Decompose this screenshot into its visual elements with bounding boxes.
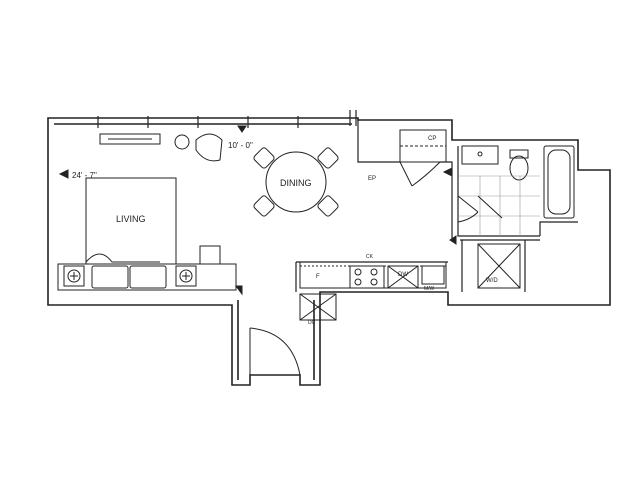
- side-tables: [63, 245, 221, 287]
- label-dishwasher: DW: [398, 272, 408, 278]
- label-cooktop: CK: [366, 254, 374, 260]
- dining-table: [253, 147, 339, 217]
- label-lower-closet: DC: [308, 320, 316, 326]
- lounge-chair: [174, 133, 223, 162]
- room-label-living: LIVING: [116, 214, 146, 224]
- sofa: [57, 263, 237, 291]
- dimension-markers: [58, 125, 457, 296]
- dimension-living: 24' - 7": [72, 171, 97, 180]
- dimension-dining: 10' - 0": [228, 141, 253, 150]
- entry-door: [249, 327, 301, 376]
- bathroom: [457, 145, 575, 236]
- label-closet-cp: CP: [428, 136, 436, 142]
- room-label-dining: DINING: [280, 178, 312, 188]
- closet-cp: [399, 129, 447, 187]
- label-closet-ep: EP: [368, 176, 376, 182]
- label-microwave: M/W: [424, 286, 435, 292]
- exterior-walls: [47, 117, 611, 386]
- window-marks: [97, 110, 357, 128]
- label-fridge: F: [316, 274, 320, 280]
- label-washer-dryer: W/D: [486, 278, 498, 284]
- washer-dryer: [477, 243, 521, 289]
- tv-console: [99, 133, 161, 145]
- kitchen: [299, 261, 447, 321]
- bed: [85, 177, 177, 289]
